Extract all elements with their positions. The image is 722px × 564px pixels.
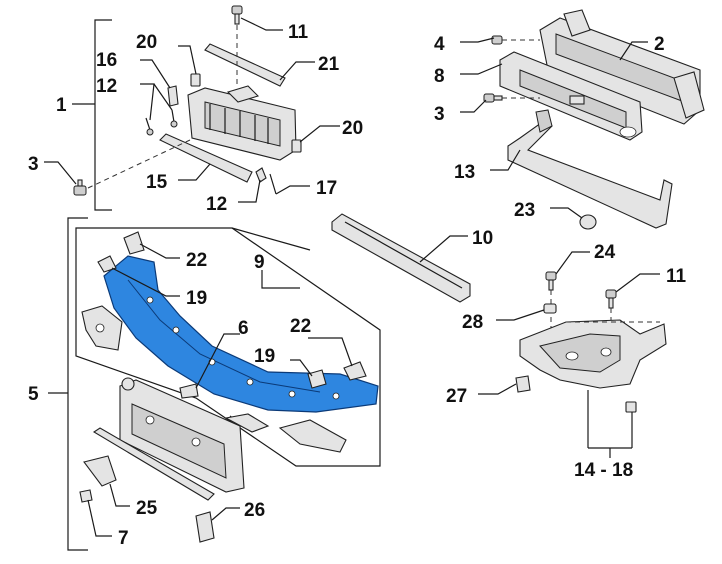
callout-26: 26 xyxy=(244,500,265,521)
callout-24: 24 xyxy=(594,242,616,263)
part-12-clip-bottom[interactable] xyxy=(255,167,267,183)
callout-28: 28 xyxy=(462,312,483,333)
part-23-clip[interactable] xyxy=(579,214,597,230)
part-26-bracket[interactable] xyxy=(195,511,215,543)
part-13-lower-bracket[interactable] xyxy=(507,109,673,229)
callout-16: 16 xyxy=(96,50,117,71)
part-11-bolt-right[interactable] xyxy=(605,289,617,330)
part-28-nut[interactable] xyxy=(543,303,557,314)
parts-14-18-bracket[interactable] xyxy=(519,319,667,389)
group-1-bracket xyxy=(72,19,112,211)
small-bracket-right[interactable] xyxy=(224,413,347,453)
callout-3-left: 3 xyxy=(28,154,39,175)
callout-12-bottom: 12 xyxy=(206,194,227,215)
lower-front-panel[interactable] xyxy=(119,377,245,493)
callout-4: 4 xyxy=(434,34,445,55)
callout-10: 10 xyxy=(472,228,493,249)
part-3-bolt-right[interactable] xyxy=(483,93,540,103)
part-16-bracket[interactable] xyxy=(167,85,179,107)
part-20-clip-upper[interactable] xyxy=(190,73,201,87)
part-12-clip-left[interactable] xyxy=(145,109,178,136)
part-25-lower-strip[interactable] xyxy=(92,427,215,501)
callout-2: 2 xyxy=(654,34,665,55)
part-9-upper-crossmember[interactable] xyxy=(103,255,379,413)
part-7-bracket[interactable] xyxy=(79,455,117,503)
callout-5: 5 xyxy=(28,384,39,405)
callout-22-right: 22 xyxy=(290,316,311,337)
side-panel-left[interactable] xyxy=(81,305,123,351)
part-10-cross-member[interactable] xyxy=(331,213,471,303)
part-4-bolt[interactable] xyxy=(491,35,540,45)
group-5-bracket xyxy=(48,217,88,551)
callout-25: 25 xyxy=(136,498,158,519)
callout-17: 17 xyxy=(316,178,337,199)
part-22-bracket-right[interactable] xyxy=(343,361,367,381)
part-8-absorber[interactable] xyxy=(499,51,643,141)
part-27-clip[interactable] xyxy=(515,375,531,393)
callout-23: 23 xyxy=(514,200,535,221)
part-22-bracket-left[interactable] xyxy=(123,231,145,255)
part-3-bolt-left[interactable] xyxy=(73,139,191,196)
part-21-upper-strip[interactable] xyxy=(204,43,286,87)
callout-3-right: 3 xyxy=(434,104,445,125)
callout-19-right: 19 xyxy=(254,346,275,367)
part-2-bumper-beam[interactable] xyxy=(539,9,705,125)
callout-11-top: 11 xyxy=(288,22,309,43)
callout-13: 13 xyxy=(454,162,475,183)
part-11-bolt-top[interactable] xyxy=(231,5,243,88)
callout-19-top: 19 xyxy=(186,288,207,309)
callout-7: 7 xyxy=(118,528,129,549)
callout-1: 1 xyxy=(56,95,67,116)
callout-12-left: 12 xyxy=(96,76,117,97)
callout-11-right: 11 xyxy=(666,266,687,287)
part-6-bracket[interactable] xyxy=(179,383,199,399)
group-9-outline xyxy=(75,227,381,467)
parts-14-18-small-clip[interactable] xyxy=(625,401,637,413)
callout-21: 21 xyxy=(318,54,340,75)
part-15-lower-strip[interactable] xyxy=(159,133,253,183)
callout-20-right: 20 xyxy=(342,118,363,139)
callout-6: 6 xyxy=(238,318,249,339)
callout-9: 9 xyxy=(254,252,265,273)
callout-15: 15 xyxy=(146,172,168,193)
callout-labels: 1 2 3 3 4 5 6 7 8 9 10 11 11 12 12 13 14… xyxy=(28,22,687,549)
callout-20-top: 20 xyxy=(136,32,157,53)
callout-27: 27 xyxy=(446,386,467,407)
part-19-bracket-right[interactable] xyxy=(307,369,327,389)
part-20-clip-right[interactable] xyxy=(291,139,302,153)
callout-22-top: 22 xyxy=(186,250,207,271)
part-17-pin[interactable] xyxy=(269,173,277,195)
grille-carrier[interactable] xyxy=(187,85,297,161)
part-24-bolt[interactable] xyxy=(545,271,557,340)
callout-8: 8 xyxy=(434,66,445,87)
callout-14-18: 14 - 18 xyxy=(574,460,633,481)
part-19-bracket-left[interactable] xyxy=(97,255,117,273)
leader-lines xyxy=(44,17,660,537)
